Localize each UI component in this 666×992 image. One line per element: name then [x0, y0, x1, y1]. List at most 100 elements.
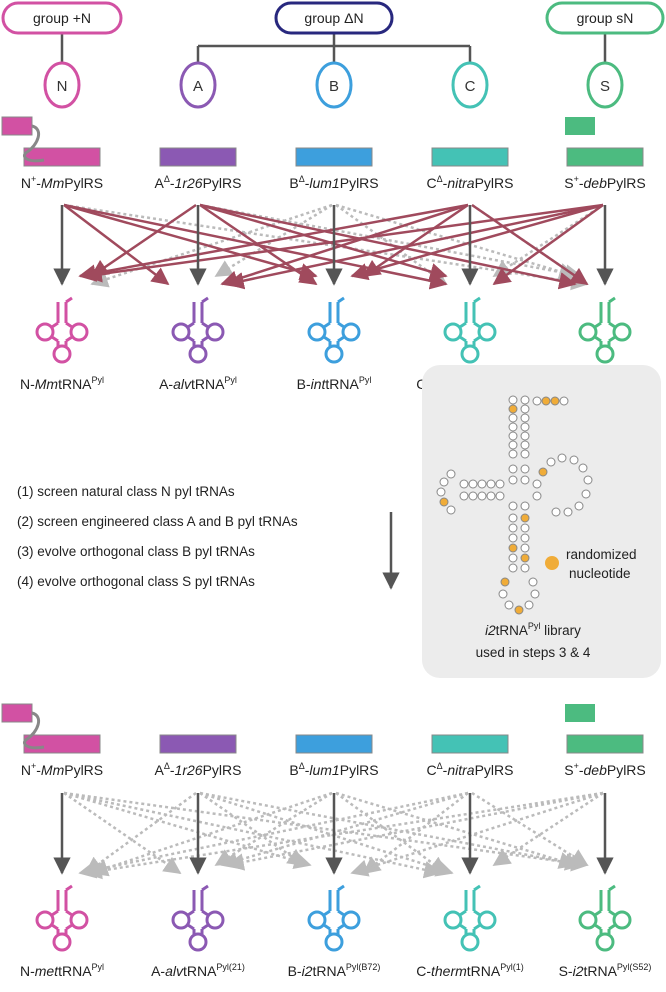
library-nucleotide [508, 523, 518, 533]
arrow-a-to-s [199, 791, 583, 871]
trna-n-label: N-MmtRNAPyl [20, 375, 104, 392]
library-nucleotide [581, 489, 591, 499]
arrow-a-to-n [90, 203, 197, 278]
group-n-label: group +N [33, 10, 91, 26]
enzyme-c-body [431, 734, 509, 754]
trna-n-label: N-mettRNAPyl [20, 962, 104, 979]
library-nucleotide [439, 497, 449, 507]
enzyme-b-body [295, 147, 373, 167]
arrow-c-to-s [471, 203, 589, 286]
library-nucleotide [520, 413, 530, 423]
arrow-n-to-s [63, 791, 589, 872]
trna-a-icon [171, 296, 225, 364]
group-n-pill [1, 1, 123, 35]
library-nucleotide [532, 396, 542, 406]
arrow-a-to-c [199, 791, 454, 877]
trna-a-icon [171, 884, 225, 952]
library-nucleotide [508, 464, 518, 474]
node-a-label: A [193, 78, 203, 95]
library-nucleotide [508, 413, 518, 423]
group-s-label: group sN [577, 10, 634, 26]
trna-b-label: B-inttRNAPyl [297, 375, 372, 392]
enzyme-c-label: CΔ-nitraPylRS [427, 174, 514, 191]
arrow-s-to-c [492, 791, 604, 867]
library-nucleotide [439, 477, 449, 487]
enzyme-n-domain [1, 116, 33, 136]
arrow-b-to-n [90, 791, 333, 877]
library-nucleotide [528, 577, 538, 587]
library-nucleotide [498, 589, 508, 599]
enzyme-n-body [23, 734, 101, 754]
trna-c-icon [443, 884, 497, 952]
arrow-n-to-b [63, 203, 318, 281]
library-nucleotide [574, 501, 584, 511]
library-nucleotide [532, 479, 542, 489]
library-nucleotide [520, 501, 530, 511]
enzyme-s-domain [565, 117, 595, 135]
library-nucleotide [520, 563, 530, 573]
library-nucleotide [459, 479, 469, 489]
library-nucleotide [508, 404, 518, 414]
enzyme-s-domain [565, 704, 595, 722]
library-nucleotide [508, 501, 518, 511]
arrow-s-to-b [350, 203, 604, 281]
library-nucleotide [520, 395, 530, 405]
arrows-top [53, 203, 614, 291]
enzyme-a-label: AΔ-1r26PylRS [155, 174, 242, 191]
arrow-c-to-b [362, 203, 469, 278]
group-s-pill [545, 1, 665, 35]
library-nucleotide [520, 543, 530, 553]
trna-c-label: C-thermtRNAPyl(1) [416, 962, 524, 979]
enzyme-c-label: CΔ-nitraPylRS [427, 761, 514, 778]
trna-n-icon [35, 884, 89, 952]
library-nucleotide [508, 440, 518, 450]
enzyme-n-label: N+-MmPylRS [21, 174, 103, 191]
arrow-c-to-b [362, 792, 469, 875]
arrow-b-to-c [335, 791, 448, 875]
library-nucleotide [468, 479, 478, 489]
arrow-s-to-b [350, 791, 604, 877]
library-nucleotide [520, 449, 530, 459]
arrow-b-to-a [214, 791, 333, 867]
enzyme-a-label: AΔ-1r26PylRS [155, 761, 242, 778]
arrow-s-to-n [84, 203, 604, 283]
library-trna-structure [436, 395, 593, 615]
step-2: (2) screen engineered class A and B pyl … [17, 514, 298, 529]
arrow-b-to-s [335, 791, 577, 869]
node-n [43, 61, 81, 109]
node-b-label: B [329, 78, 339, 95]
trna-b-label: B-i2tRNAPyl(B72) [288, 962, 381, 979]
library-nucleotide [508, 395, 518, 405]
library-nucleotide [486, 479, 496, 489]
library-nucleotide [569, 455, 579, 465]
enzyme-n-linker [22, 711, 45, 750]
library-nucleotide [508, 513, 518, 523]
enzyme-n-body [23, 147, 101, 167]
library-nucleotide [520, 533, 530, 543]
arrow-c-to-n [78, 203, 469, 282]
arrow-s-to-c [492, 203, 604, 286]
enzyme-n-label: N+-MmPylRS [21, 761, 103, 778]
step-1: (1) screen natural class N pyl tRNAs [17, 484, 235, 499]
trna-a-label: A-alvtRNAPyl [159, 375, 237, 392]
arrow-a-to-n [84, 791, 197, 875]
library-nucleotide [578, 463, 588, 473]
library-nucleotide [508, 563, 518, 573]
library-nucleotide [546, 457, 556, 467]
step-3: (3) evolve orthogonal class B pyl tRNAs [17, 544, 255, 559]
trna-s-label: S-i2tRNAPyl(S52) [559, 962, 652, 979]
group-dn-label: group ΔN [304, 10, 363, 26]
library-nucleotide [557, 453, 567, 463]
library-nucleotide [520, 464, 530, 474]
library-bg [422, 365, 661, 678]
library-nucleotide [524, 600, 534, 610]
arrow-a-to-c [199, 203, 448, 281]
node-s [586, 61, 624, 109]
trna-n-icon [35, 296, 89, 364]
trna-b-icon [307, 884, 361, 952]
library-nucleotide [551, 507, 561, 517]
library-nucleotide [520, 523, 530, 533]
library-nucleotide [550, 396, 560, 406]
